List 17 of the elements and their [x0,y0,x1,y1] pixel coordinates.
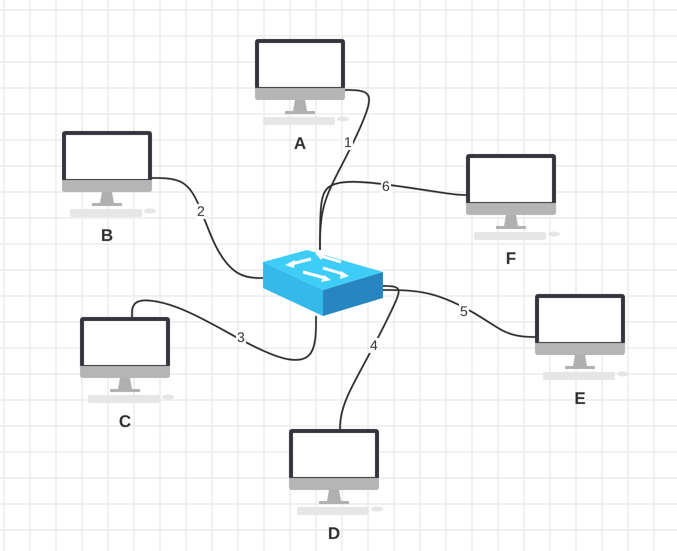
connector-line [383,289,535,338]
computer-label: C [118,412,132,432]
computer-label: D [326,524,342,544]
edge-label: 5 [459,304,469,319]
edge-label: 4 [369,338,379,353]
connector-line [131,300,317,361]
edge-label: 6 [381,179,391,194]
connector-line [152,177,263,279]
edge-label: 1 [343,135,353,150]
connector-line [339,285,400,429]
edge-label: 3 [236,330,246,345]
computer-label: A [292,134,308,154]
connector-line [319,180,466,250]
computer-label: B [100,226,114,246]
computer-label: E [573,389,587,409]
computer-label: F [504,249,518,269]
edge-label: 2 [196,204,206,219]
